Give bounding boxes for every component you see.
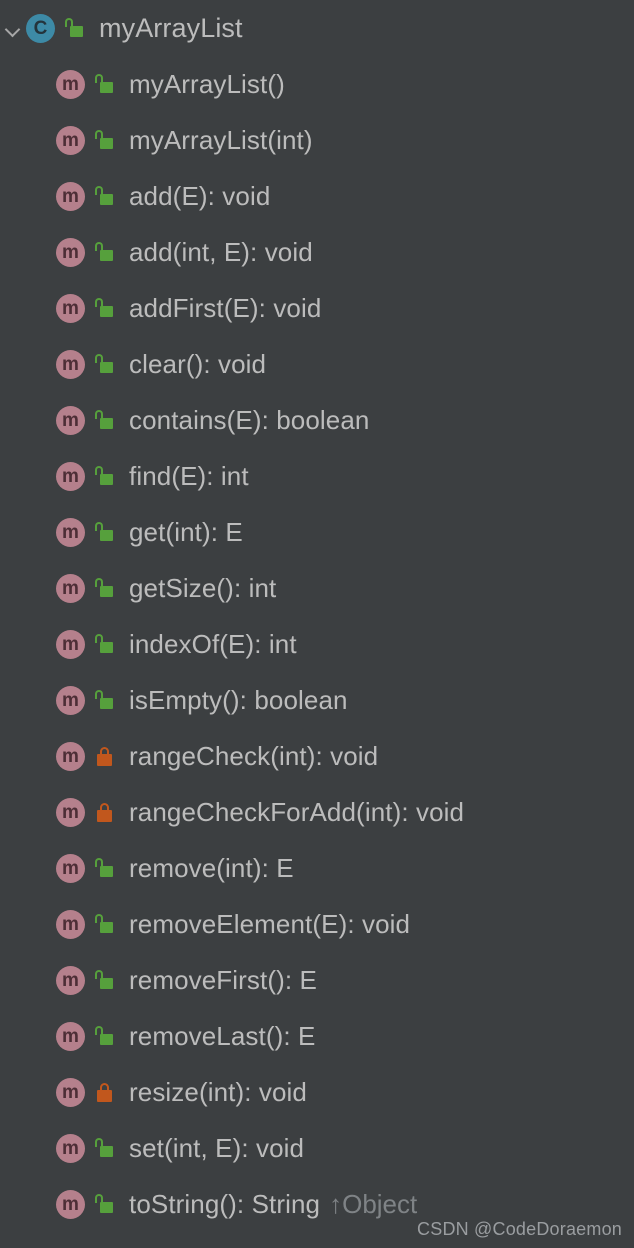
tree-node-method[interactable]: m toString(): String ↑Object	[0, 1176, 634, 1232]
method-icon: m	[56, 349, 85, 379]
tree-node-method[interactable]: m rangeCheckForAdd(int): void	[0, 784, 634, 840]
watermark-label: CSDN @CodeDoraemon	[417, 1219, 622, 1239]
method-signature-label: rangeCheckForAdd(int): void	[129, 796, 465, 827]
unlocked-padlock-icon	[93, 463, 117, 489]
method-icon: m	[56, 797, 85, 827]
method-signature-label: removeFirst(): E	[129, 964, 317, 995]
inherited-from-label: ↑Object	[329, 1188, 418, 1219]
locked-padlock-icon	[93, 743, 117, 769]
method-signature-label: removeLast(): E	[129, 1020, 316, 1051]
class-icon: C	[26, 13, 55, 43]
method-icon: m	[56, 1077, 85, 1107]
method-signature-label: remove(int): E	[129, 852, 294, 883]
unlocked-padlock-icon	[93, 127, 117, 153]
method-icon: m	[56, 517, 85, 547]
method-icon: m	[56, 685, 85, 715]
unlocked-padlock-icon	[93, 687, 117, 713]
tree-node-method[interactable]: m resize(int): void	[0, 1064, 634, 1120]
tree-node-method[interactable]: m remove(int): E	[0, 840, 634, 896]
tree-node-method[interactable]: m removeFirst(): E	[0, 952, 634, 1008]
tree-node-method[interactable]: m find(E): int	[0, 448, 634, 504]
unlocked-padlock-icon	[63, 15, 87, 41]
unlocked-padlock-icon	[93, 295, 117, 321]
method-icon: m	[56, 461, 85, 491]
method-icon: m	[56, 629, 85, 659]
unlocked-padlock-icon	[93, 239, 117, 265]
unlocked-padlock-icon	[93, 967, 117, 993]
tree-node-method[interactable]: m myArrayList()	[0, 56, 634, 112]
method-signature-label: get(int): E	[129, 516, 243, 547]
method-icon: m	[56, 293, 85, 323]
unlocked-padlock-icon	[93, 183, 117, 209]
class-name-label: myArrayList	[99, 12, 243, 43]
method-icon: m	[56, 1189, 85, 1219]
method-icon: m	[56, 1133, 85, 1163]
method-signature-label: myArrayList()	[129, 68, 285, 99]
tree-node-method[interactable]: m removeLast(): E	[0, 1008, 634, 1064]
method-signature-label: resize(int): void	[129, 1076, 307, 1107]
chevron-down-icon[interactable]	[0, 15, 26, 41]
unlocked-padlock-icon	[93, 407, 117, 433]
tree-node-method[interactable]: m isEmpty(): boolean	[0, 672, 634, 728]
method-signature-label: removeElement(E): void	[129, 908, 411, 939]
tree-node-method[interactable]: m indexOf(E): int	[0, 616, 634, 672]
method-signature-label: indexOf(E): int	[129, 628, 297, 659]
method-signature-label: find(E): int	[129, 460, 249, 491]
method-signature-label: contains(E): boolean	[129, 404, 370, 435]
method-icon: m	[56, 69, 85, 99]
unlocked-padlock-icon	[93, 1135, 117, 1161]
method-signature-label: set(int, E): void	[129, 1132, 305, 1163]
method-signature-label: myArrayList(int)	[129, 124, 313, 155]
unlocked-padlock-icon	[93, 1191, 117, 1217]
method-icon: m	[56, 741, 85, 771]
tree-node-method[interactable]: m addFirst(E): void	[0, 280, 634, 336]
unlocked-padlock-icon	[93, 855, 117, 881]
method-signature-label: isEmpty(): boolean	[129, 684, 348, 715]
unlocked-padlock-icon	[93, 1023, 117, 1049]
method-icon: m	[56, 909, 85, 939]
method-icon: m	[56, 573, 85, 603]
unlocked-padlock-icon	[93, 631, 117, 657]
method-signature-label: getSize(): int	[129, 572, 277, 603]
unlocked-padlock-icon	[93, 575, 117, 601]
tree-node-method[interactable]: m getSize(): int	[0, 560, 634, 616]
member-list: m myArrayList() m myArrayList(int) m add(E): …	[0, 56, 634, 1232]
method-icon: m	[56, 1021, 85, 1051]
method-signature-label: add(E): void	[129, 180, 271, 211]
method-signature-label: rangeCheck(int): void	[129, 740, 379, 771]
tree-node-method[interactable]: m clear(): void	[0, 336, 634, 392]
locked-padlock-icon	[93, 1079, 117, 1105]
unlocked-padlock-icon	[93, 351, 117, 377]
method-icon: m	[56, 405, 85, 435]
method-signature-label: add(int, E): void	[129, 236, 313, 267]
method-signature-label: addFirst(E): void	[129, 292, 322, 323]
tree-node-method[interactable]: m add(int, E): void	[0, 224, 634, 280]
unlocked-padlock-icon	[93, 911, 117, 937]
method-icon: m	[56, 965, 85, 995]
tree-node-method[interactable]: m removeElement(E): void	[0, 896, 634, 952]
unlocked-padlock-icon	[93, 519, 117, 545]
tree-node-method[interactable]: m contains(E): boolean	[0, 392, 634, 448]
method-icon: m	[56, 181, 85, 211]
tree-node-method[interactable]: m myArrayList(int)	[0, 112, 634, 168]
tree-node-method[interactable]: m rangeCheck(int): void	[0, 728, 634, 784]
method-icon: m	[56, 237, 85, 267]
tree-node-method[interactable]: m get(int): E	[0, 504, 634, 560]
tree-node-class[interactable]: C myArrayList	[0, 0, 634, 56]
method-signature-label: clear(): void	[129, 348, 267, 379]
method-signature-label: toString(): String	[129, 1188, 321, 1219]
tree-node-method[interactable]: m add(E): void	[0, 168, 634, 224]
unlocked-padlock-icon	[93, 71, 117, 97]
locked-padlock-icon	[93, 799, 117, 825]
tree-node-method[interactable]: m set(int, E): void	[0, 1120, 634, 1176]
method-icon: m	[56, 125, 85, 155]
method-icon: m	[56, 853, 85, 883]
